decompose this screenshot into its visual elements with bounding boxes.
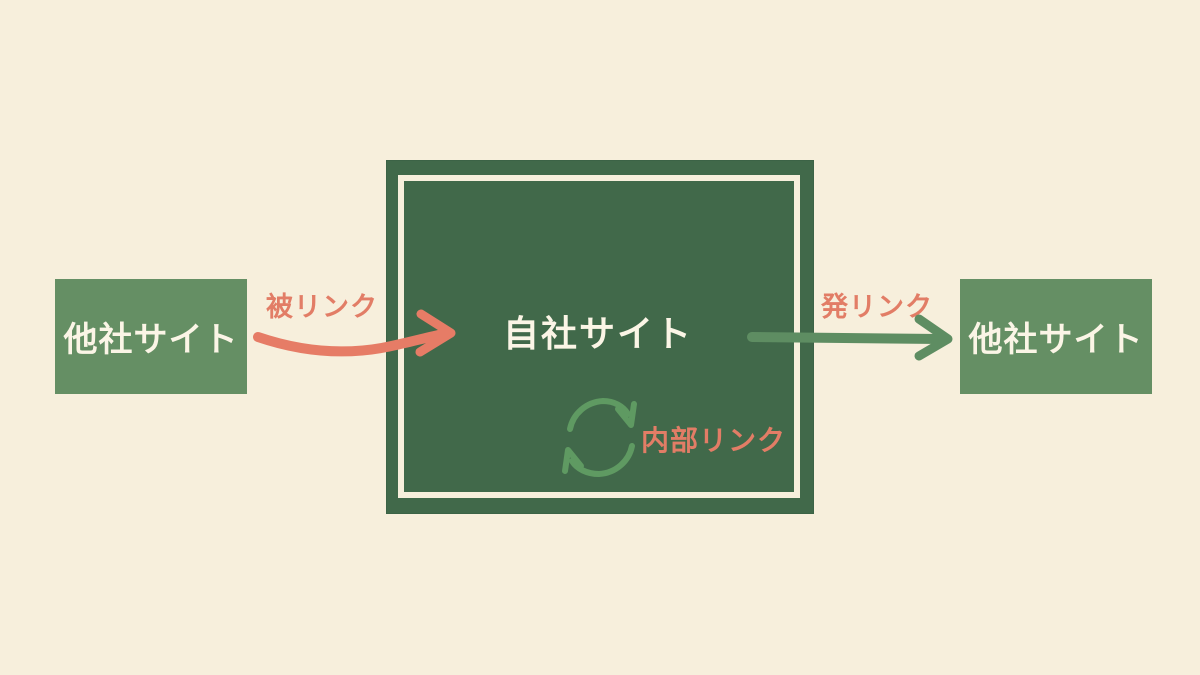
inbound-link-arrow (253, 309, 456, 357)
own-site-panel (410, 187, 792, 492)
outbound-link-arrow (747, 314, 953, 361)
external-site-right: 他社サイト (960, 279, 1152, 394)
inbound-link-label: 被リンク (266, 292, 378, 323)
outbound-link-label: 発リンク (821, 292, 933, 323)
cycle-arrows-icon (562, 397, 637, 478)
external-site-right-label: 他社サイト (968, 320, 1144, 360)
own-site-box (386, 160, 814, 514)
external-site-left: 他社サイト (55, 279, 247, 394)
external-site-left-label: 他社サイト (63, 320, 239, 360)
internal-link-label: 内部リンク (641, 424, 787, 457)
own-site-label: 自社サイト (502, 314, 693, 355)
